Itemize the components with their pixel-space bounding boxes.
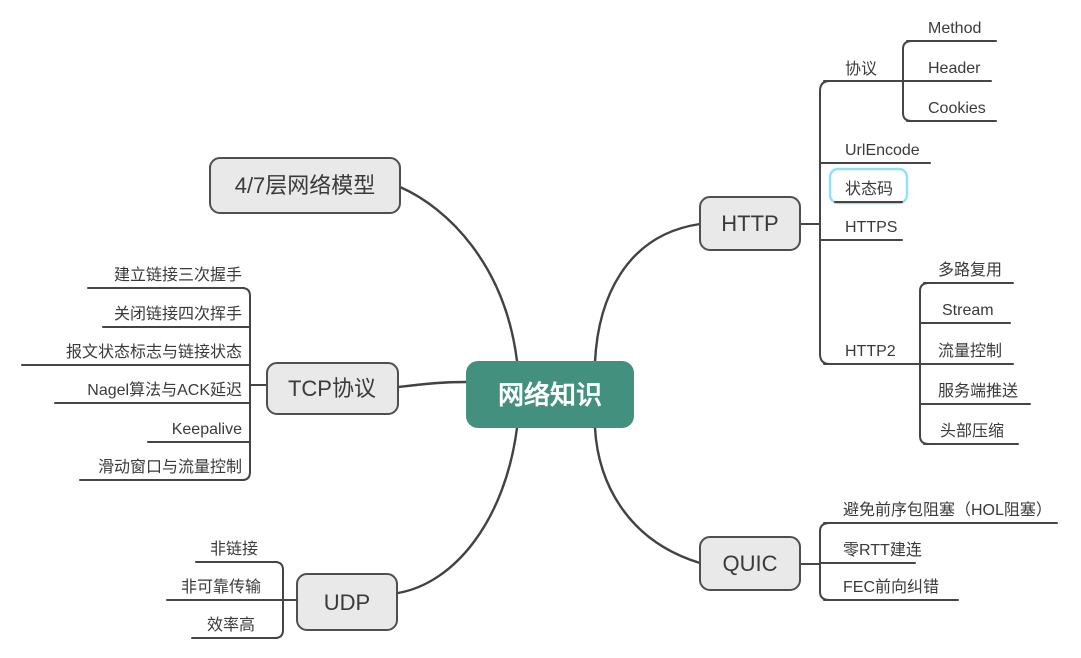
node-root-label[interactable]: 网络知识 bbox=[498, 380, 602, 410]
node-udp-box[interactable] bbox=[296, 573, 398, 631]
node-multiplexing[interactable]: 多路复用 bbox=[923, 261, 1014, 284]
node-http-box[interactable] bbox=[699, 196, 801, 251]
node-tcp-nagel-ack-label[interactable]: Nagel算法与ACK延迟 bbox=[87, 380, 242, 399]
node-tcp-close-wave[interactable]: 关闭链接四次挥手 bbox=[102, 305, 251, 328]
node-stream-label[interactable]: Stream bbox=[942, 302, 994, 319]
node-stream[interactable]: Stream bbox=[919, 302, 1011, 324]
node-http-label[interactable]: HTTP bbox=[721, 211, 778, 236]
node-flow-control-label[interactable]: 流量控制 bbox=[938, 342, 1002, 360]
node-method[interactable]: Method bbox=[906, 20, 997, 42]
node-tcp-sliding-window[interactable]: 滑动窗口与流量控制 bbox=[79, 458, 245, 481]
node-multiplexing-label[interactable]: 多路复用 bbox=[938, 261, 1002, 279]
node-hol[interactable]: 避免前序包阻塞（HOL阻塞） bbox=[823, 501, 1058, 524]
node-model-box[interactable] bbox=[209, 157, 401, 214]
node-udp-efficiency-label[interactable]: 效率高 bbox=[207, 616, 255, 634]
node-tcp-close-wave-label[interactable]: 关闭链接四次挥手 bbox=[114, 305, 242, 323]
connector-root-http bbox=[593, 222, 702, 364]
node-udp-connectionless[interactable]: 非链接 bbox=[195, 540, 278, 563]
node-quic[interactable]: QUIC bbox=[699, 536, 801, 591]
node-urlencode[interactable]: UrlEncode bbox=[819, 142, 931, 164]
node-udp-unreliable-label[interactable]: 非可靠传输 bbox=[181, 578, 261, 596]
node-urlencode-label[interactable]: UrlEncode bbox=[845, 142, 920, 159]
node-udp-unreliable[interactable]: 非可靠传输 bbox=[166, 578, 298, 601]
node-quic-box[interactable] bbox=[699, 536, 801, 591]
node-http2-label[interactable]: HTTP2 bbox=[845, 343, 896, 360]
node-udp-label[interactable]: UDP bbox=[324, 590, 370, 615]
root-branch-connectors bbox=[396, 185, 702, 595]
node-method-label[interactable]: Method bbox=[928, 20, 981, 37]
node-udp[interactable]: UDP bbox=[296, 573, 398, 631]
node-quic-label[interactable]: QUIC bbox=[723, 551, 778, 576]
connector-root-quic bbox=[593, 426, 702, 565]
node-hol-label[interactable]: 避免前序包阻塞（HOL阻塞） bbox=[843, 501, 1052, 519]
node-http2[interactable]: HTTP2 bbox=[823, 343, 921, 365]
quic-bracket bbox=[819, 522, 831, 601]
node-header-compression[interactable]: 头部压缩 bbox=[923, 422, 1019, 445]
node-zero-rtt[interactable]: 零RTT建连 bbox=[819, 541, 922, 564]
node-root[interactable]: 网络知识 bbox=[466, 361, 634, 428]
node-tcp-label[interactable]: TCP协议 bbox=[288, 376, 376, 401]
node-udp-efficiency[interactable]: 效率高 bbox=[191, 616, 278, 639]
node-header-compression-label[interactable]: 头部压缩 bbox=[940, 422, 1004, 440]
quic-branch-connectors bbox=[799, 522, 831, 601]
node-tcp-flags-state-label[interactable]: 报文状态标志与链接状态 bbox=[66, 343, 242, 361]
connector-root-model bbox=[398, 185, 519, 363]
node-tcp-flags-state[interactable]: 报文状态标志与链接状态 bbox=[21, 343, 251, 366]
node-tcp-handshake[interactable]: 建立链接三次握手 bbox=[87, 266, 245, 289]
node-status-code[interactable]: 状态码 bbox=[828, 167, 909, 205]
node-https-label[interactable]: HTTPS bbox=[845, 219, 897, 236]
node-http-protocol[interactable]: 协议 bbox=[823, 60, 904, 82]
node-server-push-label[interactable]: 服务端推送 bbox=[938, 382, 1018, 400]
node-cookies[interactable]: Cookies bbox=[906, 100, 997, 122]
node-root-box[interactable] bbox=[466, 361, 634, 428]
node-tcp[interactable]: TCP协议 bbox=[266, 362, 399, 415]
tcp-branch-connectors bbox=[241, 287, 268, 481]
node-tcp-box[interactable] bbox=[266, 362, 399, 415]
node-server-push[interactable]: 服务端推送 bbox=[919, 382, 1031, 405]
node-header[interactable]: Header bbox=[902, 60, 992, 82]
node-header-label[interactable]: Header bbox=[928, 60, 981, 77]
node-udp-connectionless-label[interactable]: 非链接 bbox=[210, 540, 258, 558]
node-tcp-nagel-ack[interactable]: Nagel算法与ACK延迟 bbox=[54, 380, 251, 404]
node-tcp-sliding-window-label[interactable]: 滑动窗口与流量控制 bbox=[98, 458, 242, 476]
node-cookies-label[interactable]: Cookies bbox=[928, 100, 986, 117]
node-http-protocol-label[interactable]: 协议 bbox=[845, 60, 877, 78]
node-fec[interactable]: FEC前向纠错 bbox=[823, 578, 959, 601]
node-zero-rtt-label[interactable]: 零RTT建连 bbox=[843, 541, 922, 559]
node-model-label[interactable]: 4/7层网络模型 bbox=[235, 173, 376, 198]
node-tcp-keepalive-label[interactable]: Keepalive bbox=[172, 421, 242, 438]
node-tcp-handshake-label[interactable]: 建立链接三次握手 bbox=[114, 266, 242, 284]
http-branch-connectors bbox=[799, 40, 930, 445]
node-http[interactable]: HTTP bbox=[699, 196, 801, 251]
connector-root-tcp bbox=[396, 380, 468, 389]
node-https[interactable]: HTTPS bbox=[819, 219, 903, 241]
node-fec-label[interactable]: FEC前向纠错 bbox=[843, 578, 939, 596]
http-bracket bbox=[819, 80, 831, 365]
node-flow-control[interactable]: 流量控制 bbox=[919, 342, 1014, 365]
node-tcp-keepalive[interactable]: Keepalive bbox=[147, 421, 251, 443]
node-status-code-label[interactable]: 状态码 bbox=[845, 180, 893, 198]
connector-root-udp bbox=[396, 426, 519, 595]
node-model[interactable]: 4/7层网络模型 bbox=[209, 157, 401, 214]
tcp-bracket bbox=[241, 287, 251, 481]
